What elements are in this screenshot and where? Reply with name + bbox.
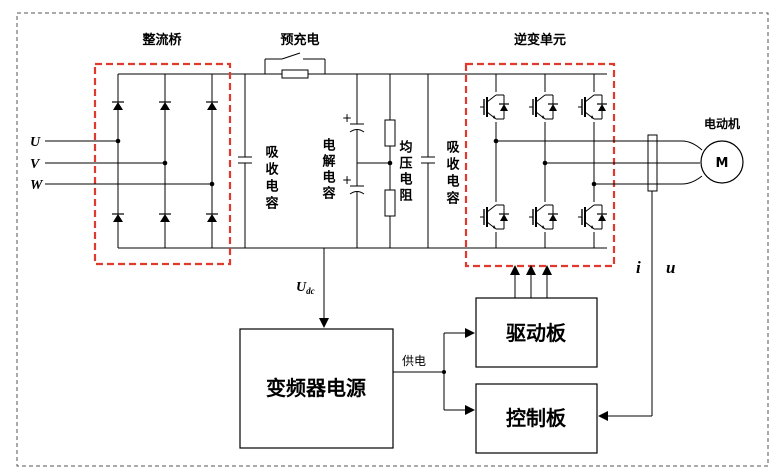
cap-plus-upper: + (342, 111, 352, 125)
rectifier-label: 整流桥 (141, 32, 182, 48)
supply-connections (393, 328, 475, 415)
dc-bus (118, 73, 607, 249)
voltage-symbol: u (666, 258, 675, 277)
current-symbol: i (636, 258, 641, 277)
electrolytic-capacitors (349, 74, 390, 248)
feedback-line (598, 191, 653, 421)
cap-midpoint-node (387, 160, 393, 166)
power-supply-label: 变频器电源 (266, 376, 366, 400)
balance-resistors (384, 74, 396, 248)
drive-signal-arrows (510, 265, 552, 298)
precharge-circuit (264, 52, 326, 79)
absorb-capacitor-left (238, 74, 252, 248)
phase-junctions (115, 138, 215, 187)
motor-letter: M (716, 156, 729, 171)
output-junctions (493, 138, 597, 187)
phase-inputs (45, 140, 212, 185)
precharge-label: 预充电 (280, 32, 319, 48)
inverter-power-box (239, 328, 394, 449)
absorb-capacitor-right (421, 74, 435, 248)
balance-resistor-label: 均压电阻 (397, 139, 413, 204)
rectifier-highlight (93, 62, 232, 266)
driver-board-label: 驱动板 (506, 321, 567, 345)
cap-plus-lower: + (342, 173, 352, 187)
supply-junction (442, 370, 446, 374)
phase-u-label: U (30, 135, 41, 150)
igbt-switches (479, 92, 608, 232)
udc-label: Udc (296, 280, 315, 296)
supply-label: 供电 (402, 354, 426, 368)
sensor-through-lines (648, 140, 657, 185)
absorb-cap-right-label: 吸收电容 (444, 140, 461, 208)
absorb-cap-left-label: 吸收电容 (263, 145, 280, 213)
motor-symbol (700, 140, 744, 184)
driver-board-box (475, 297, 598, 368)
electrolytic-cap-label: 电解电容 (320, 137, 337, 202)
motor-output-lines (496, 140, 703, 185)
phase-v-label: V (30, 157, 41, 172)
motor-label: 电动机 (704, 116, 740, 131)
phase-w-label: W (30, 178, 44, 193)
control-board-label: 控制板 (506, 406, 567, 430)
inverter-label: 逆变单元 (514, 32, 566, 48)
inverter-highlight (464, 62, 616, 268)
control-board-box (475, 383, 598, 454)
